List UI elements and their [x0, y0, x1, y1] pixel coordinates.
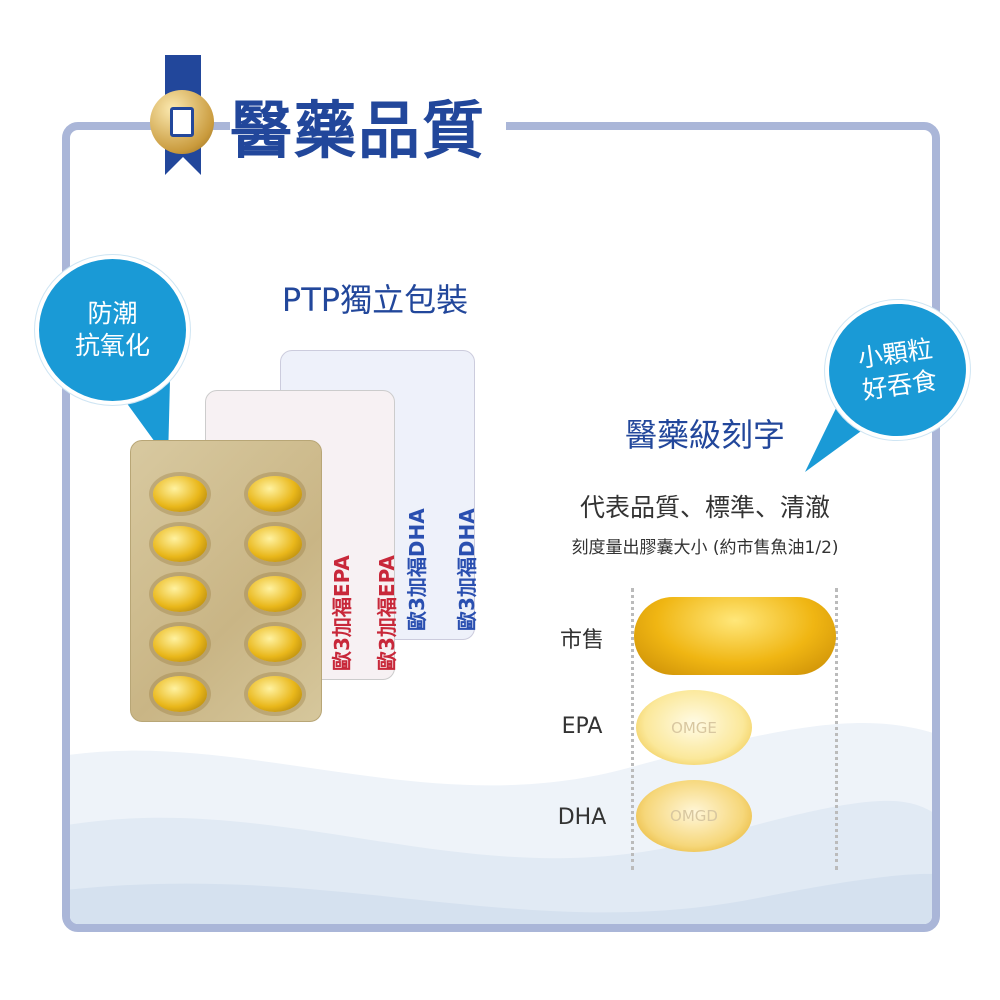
- pack-label: 歐3加福DHA: [455, 508, 479, 631]
- label-retail: 市售: [559, 628, 604, 653]
- blister-capsule: [248, 526, 302, 562]
- engraving-heading: 醫藥級刻字: [624, 416, 785, 454]
- clipboard-checklist-icon: [150, 90, 214, 154]
- blister-capsule: [153, 526, 207, 562]
- engraving-subheading: 代表品質、標準、清澈: [579, 493, 830, 522]
- label-dha: DHA: [557, 805, 607, 830]
- blister-capsule: [248, 476, 302, 512]
- blister-capsule: [248, 576, 302, 612]
- dha-capsule: OMGD: [636, 780, 752, 852]
- blister-capsule: [153, 676, 207, 712]
- blister-capsule: [153, 576, 207, 612]
- pack-label: 歐3加福DHA: [405, 508, 429, 631]
- label-epa: EPA: [561, 714, 603, 739]
- wave-background: [70, 723, 932, 924]
- gold-blister-pack: [130, 440, 322, 722]
- bubble-text: 防潮: [87, 298, 138, 328]
- ptp-heading: PTP獨立包裝: [281, 281, 469, 319]
- pack-label: 歐3加福EPA: [330, 555, 354, 671]
- engraving-note: 刻度量出膠囊大小 (約市售魚油1/2): [571, 538, 839, 558]
- page-title: 醫藥品質: [230, 80, 507, 170]
- blister-capsule: [153, 626, 207, 662]
- size-guide-right: [835, 588, 838, 870]
- blister-capsule: [153, 476, 207, 512]
- blister-capsule: [248, 676, 302, 712]
- epa-capsule: OMGE: [636, 690, 752, 765]
- pack-label: 歐3加福EPA: [375, 555, 399, 671]
- blister-capsule: [248, 626, 302, 662]
- bubble-text: 抗氧化: [74, 331, 150, 360]
- size-guide-left: [631, 588, 634, 870]
- retail-capsule: [634, 597, 836, 675]
- bubble-moisture-proof: 防潮抗氧化: [35, 255, 190, 405]
